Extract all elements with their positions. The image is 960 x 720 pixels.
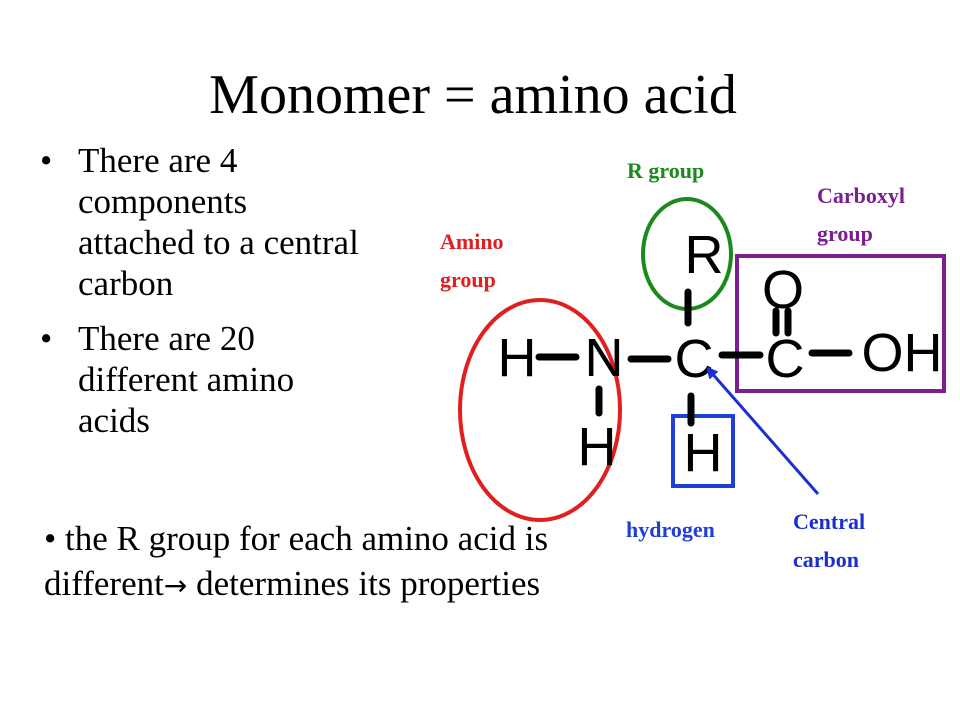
- bullet-dot: •: [40, 319, 53, 358]
- label-central-carbon-line1: Central: [793, 509, 865, 534]
- atom-h-central: H: [684, 423, 723, 483]
- bullet-item: • There are 4 components attached to a c…: [40, 140, 370, 304]
- r-group-note: • the R group for each amino acid is dif…: [44, 516, 564, 608]
- label-amino-line2: group: [440, 267, 496, 292]
- note-bullet-dot: •: [44, 519, 57, 558]
- carboxyl-group-box: [735, 254, 946, 393]
- label-amino-line1: Amino: [440, 229, 504, 254]
- bullet-text: There are 20 different amino acids: [78, 319, 295, 440]
- bullet-item: • There are 20 different amino acids: [40, 318, 370, 441]
- bullet-text: There are 4 components attached to a cen…: [78, 141, 359, 303]
- atom-r: R: [685, 225, 724, 285]
- central-carbon-arrow: [706, 366, 820, 495]
- right-arrow-icon: →: [163, 569, 188, 602]
- label-r-group: R group: [627, 158, 704, 183]
- bonds: [535, 288, 853, 427]
- atom-c-carboxyl: C: [766, 329, 805, 389]
- note-text-part2: determines its properties: [187, 564, 541, 603]
- slide-title: Monomer = amino acid: [209, 64, 737, 126]
- label-hydrogen: hydrogen: [626, 517, 715, 542]
- note-text-part1: the R group for each amino acid is diffe…: [44, 519, 549, 603]
- bullet-dot: •: [40, 141, 53, 180]
- label-central-carbon-line2: carbon: [793, 547, 859, 572]
- atom-c-central: C: [675, 329, 714, 389]
- atom-h-amino: H: [578, 417, 617, 477]
- hydrogen-box: [671, 414, 735, 488]
- amino-group-circle: [458, 298, 622, 522]
- atom-n: N: [585, 328, 624, 388]
- bullet-list: • There are 4 components attached to a c…: [40, 140, 370, 455]
- label-carboxyl-line2: group: [817, 221, 873, 246]
- atom-o: O: [762, 260, 804, 320]
- atom-oh: OH: [862, 323, 943, 383]
- label-carboxyl-line1: Carboxyl: [817, 183, 905, 208]
- atom-h-left: H: [498, 328, 537, 388]
